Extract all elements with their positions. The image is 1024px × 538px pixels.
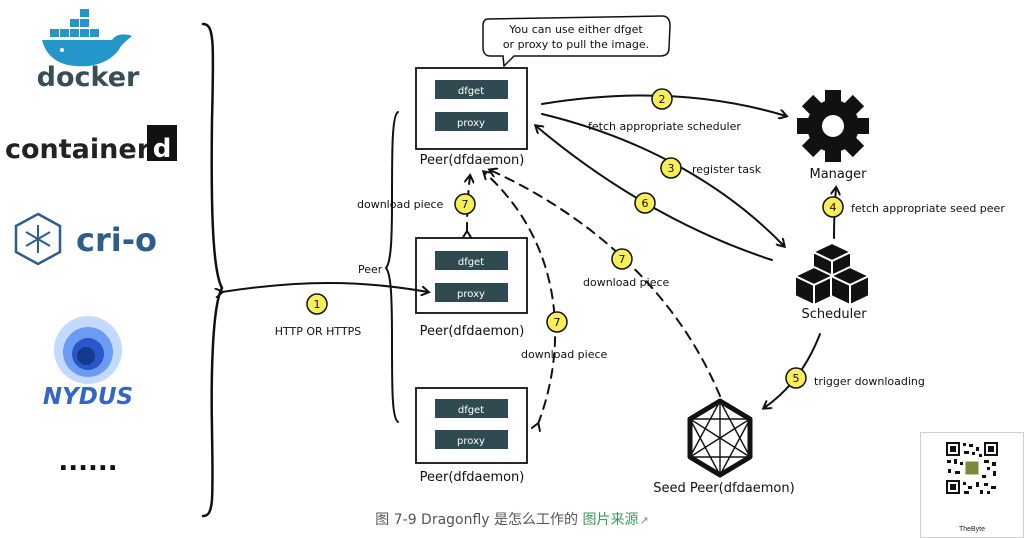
step-badge-3: 3: [660, 157, 682, 179]
peer-box-3: dfget proxy: [415, 387, 528, 464]
svg-text:7: 7: [619, 253, 626, 266]
peer-label-3: Peer(dfdaemon): [420, 470, 525, 485]
arrow-http: [222, 282, 428, 292]
step-badge-4: 4: [822, 196, 844, 218]
manager-label: Manager: [810, 167, 868, 182]
dfget-label: dfget: [458, 257, 484, 268]
proxy-button[interactable]: [435, 430, 508, 449]
dfget-label: dfget: [458, 405, 484, 416]
step-label-download-piece: download piece: [521, 348, 608, 361]
peer-group-label: Peer: [358, 263, 383, 276]
nydus-orb-icon: [54, 316, 122, 384]
crio-snowflake-icon: [14, 212, 62, 266]
step-label-fetch-seed-peer: fetch appropriate seed peer: [851, 202, 1005, 215]
arrow-download-piece-peer2: [467, 176, 470, 232]
svg-text:2: 2: [659, 93, 666, 106]
peer-label-1: Peer(dfdaemon): [420, 153, 525, 168]
step-label-download-piece: download piece: [583, 276, 670, 289]
arrow-scheduler-to-peer: [536, 126, 773, 261]
scheduler-label: Scheduler: [801, 307, 867, 322]
figure-caption: 图 7-9 Dragonfly 是怎么工作的 图片来源↗: [0, 509, 1024, 529]
qr-code-panel: TheByte: [920, 432, 1024, 538]
crio-logo: cri-o: [14, 212, 157, 266]
svg-text:4: 4: [830, 201, 837, 214]
arrow-download-piece-peer3: [484, 172, 557, 424]
docker-logo: docker: [37, 9, 140, 93]
step-label-register-task: register task: [692, 163, 762, 176]
svg-text:3: 3: [668, 162, 675, 175]
step-badge-2: 2: [651, 88, 673, 110]
proxy-label: proxy: [457, 289, 485, 300]
watermark-label: TheByte: [958, 526, 986, 533]
docker-wordmark: docker: [37, 62, 140, 93]
peer-box-2: dfget proxy: [415, 237, 528, 314]
svg-text:7: 7: [462, 198, 469, 211]
speech-bubble: You can use either dfget or proxy to pul…: [482, 15, 671, 68]
containerd-d-letter: d: [153, 134, 172, 164]
proxy-label: proxy: [457, 436, 485, 447]
caption-source-link[interactable]: 图片来源: [582, 512, 639, 528]
step-badge-7: 7: [454, 193, 476, 215]
peer-group-brace: [384, 111, 399, 423]
arrow-fetch-scheduler: [541, 94, 786, 116]
containerd-d-block: [147, 125, 177, 161]
svg-text:7: 7: [554, 316, 561, 329]
bubble-line-2: or proxy to pull the image.: [503, 38, 649, 51]
step-label-download-piece: download piece: [357, 198, 444, 211]
arrow-download-piece-seed: [490, 170, 721, 397]
step-badge-1: 1: [306, 293, 328, 315]
proxy-label: proxy: [457, 118, 485, 129]
step-badge-6: 6: [634, 192, 656, 214]
docker-whale-icon: [42, 9, 132, 67]
external-link-icon: ↗: [639, 514, 649, 527]
step-label-http: HTTP OR HTTPS: [275, 325, 362, 338]
bubble-line-1: You can use either dfget: [508, 23, 643, 36]
dfget-label: dfget: [458, 86, 484, 97]
peer-box-1: dfget proxy: [415, 67, 528, 150]
scheduler-cubes-icon: [794, 242, 870, 306]
step-badge-7: 7: [611, 248, 633, 270]
nydus-wordmark: NYDUS: [43, 384, 133, 410]
crio-wordmark: cri-o: [76, 221, 157, 259]
svg-text:5: 5: [793, 372, 800, 385]
seed-peer-hexagon-icon: [687, 398, 753, 478]
qr-code-icon: [946, 442, 998, 494]
peer-label-2: Peer(dfdaemon): [420, 324, 525, 339]
more-runtimes-ellipsis: ......: [58, 447, 117, 477]
arrow-register-task: [541, 113, 784, 246]
svg-text:1: 1: [314, 298, 321, 311]
nydus-logo: NYDUS: [43, 316, 133, 410]
seed-peer-label: Seed Peer(dfdaemon): [653, 481, 794, 496]
manager-gear-icon: [797, 90, 869, 162]
step-badge-5: 5: [785, 367, 807, 389]
containerd-logo: container d: [5, 125, 177, 165]
caption-text: 图 7-9 Dragonfly 是怎么工作的: [375, 512, 583, 528]
svg-text:6: 6: [642, 197, 649, 210]
containerd-wordmark: container: [5, 134, 151, 165]
step-label-fetch-scheduler: fetch appropriate scheduler: [588, 120, 741, 133]
proxy-button[interactable]: [435, 112, 508, 131]
step-label-trigger-downloading: trigger downloading: [814, 375, 925, 388]
dfget-button[interactable]: [435, 80, 508, 99]
step-badge-7: 7: [546, 311, 568, 333]
runtimes-brace: [201, 22, 224, 518]
